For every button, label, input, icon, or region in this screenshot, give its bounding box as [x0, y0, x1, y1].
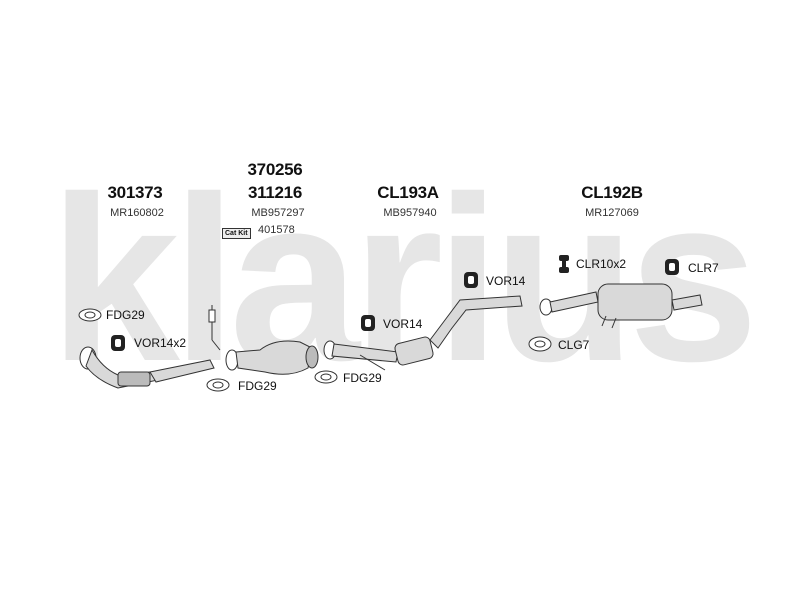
part-number-rear-silencer: CL192B [581, 183, 643, 202]
lambda-sensor-bracket [208, 305, 221, 351]
gasket-icon [78, 308, 102, 322]
fitting-fdg29-front: FDG29 [106, 308, 145, 322]
fitting-vor14-mid: VOR14 [486, 274, 526, 288]
rubber-hanger-icon [665, 259, 679, 275]
part-number-downpipe: 301373 [107, 183, 163, 202]
fitting-clr10x2: CLR10x2 [576, 257, 627, 271]
centre-pipe-silencer [323, 295, 523, 371]
gasket-icon [528, 336, 552, 352]
part-number-catalyst-2: 311216 [248, 183, 302, 202]
fitting-vor14-centre: VOR14 [383, 317, 423, 331]
part-number-centre-silencer: CL193A [377, 183, 439, 202]
catalytic-converter [225, 340, 319, 375]
oe-ref-centre-silencer: MB957940 [383, 207, 437, 219]
fitting-fdg29-centre: FDG29 [343, 371, 382, 385]
fitting-fdg29-catalyst: FDG29 [238, 379, 277, 393]
rear-silencer [539, 283, 703, 329]
front-downpipe [79, 346, 215, 389]
part-number-catalyst-1: 370256 [247, 160, 303, 179]
rubber-hanger-icon [464, 272, 478, 288]
fitting-clr7: CLR7 [688, 261, 719, 275]
cat-kit-number: 401578 [258, 224, 295, 236]
rubber-hanger-icon [111, 335, 125, 351]
gasket-icon [206, 378, 230, 392]
cat-kit-badge: Cat Kit [222, 228, 251, 239]
clamp-icon [559, 255, 569, 273]
fitting-vor14x2: VOR14x2 [134, 336, 187, 350]
oe-ref-downpipe: MR160802 [110, 207, 164, 219]
fitting-clg7: CLG7 [558, 338, 590, 352]
watermark-text: klarius [49, 147, 751, 410]
oe-ref-catalyst: MB957297 [251, 207, 305, 219]
rubber-hanger-icon [361, 315, 375, 331]
gasket-icon [314, 370, 338, 384]
oe-ref-rear-silencer: MR127069 [585, 207, 639, 219]
